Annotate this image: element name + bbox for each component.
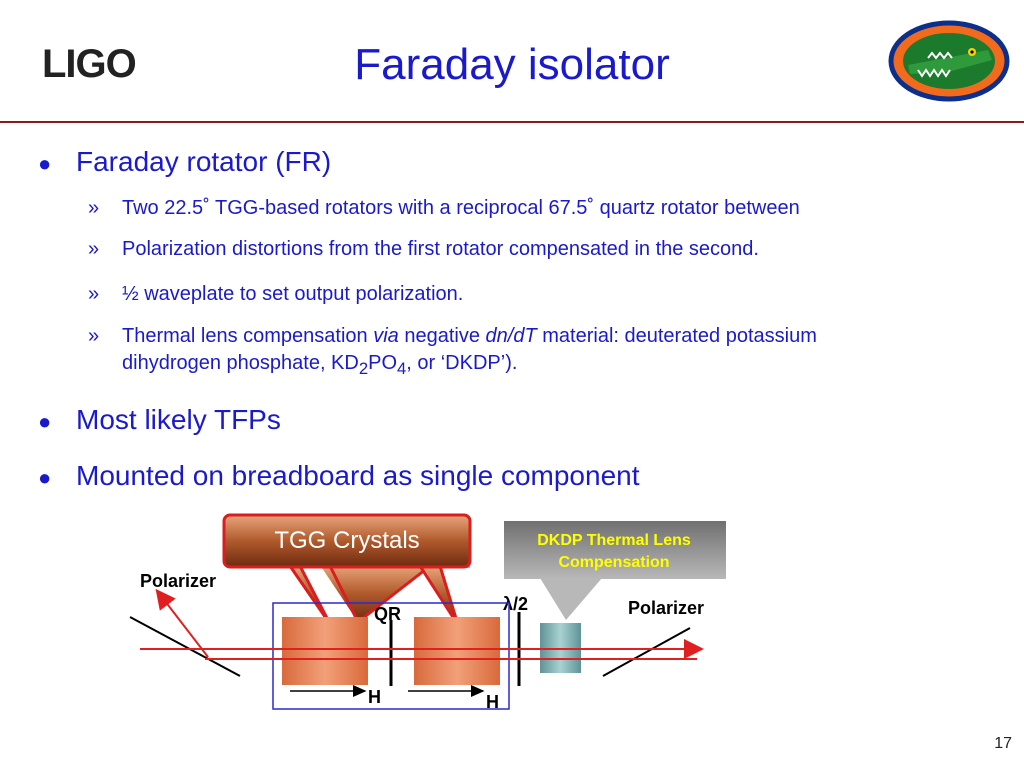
bullet-tfps: ● Most likely TFPs <box>38 404 281 436</box>
tgg-crystal-2 <box>414 617 500 685</box>
ligo-logo-text: LIGO <box>42 42 137 86</box>
halfwave-label: λ/2 <box>503 594 528 614</box>
tgg-callout-pointer <box>278 565 470 622</box>
bullet-faraday-rotator: ● Faraday rotator (FR) <box>38 146 331 178</box>
sub-bullet-thermal-lens: » Thermal lens compensation via negative… <box>88 323 902 382</box>
dkdp-callout-line2: Compensation <box>558 554 669 571</box>
sub-bullet-marker: » <box>88 325 100 347</box>
dkdp-callout-box <box>504 521 726 579</box>
sub-bullet-text: Two 22.5˚ TGG-based rotators with a reci… <box>122 197 800 219</box>
h-label-1: H <box>368 687 381 707</box>
subscript: 2 <box>358 359 369 378</box>
page-number: 17 <box>994 735 1012 752</box>
sub-bullet-marker: » <box>88 283 100 305</box>
sub-bullet-polarization-distortions: » Polarization distortions from the firs… <box>88 236 1002 263</box>
italic-via: via <box>373 325 399 347</box>
tgg-callout-box <box>222 513 472 569</box>
polarizer-right <box>602 627 691 677</box>
faraday-isolator-diagram: TGG Crystals DKDP Thermal Lens Compensat… <box>129 513 726 712</box>
dkdp-callout-pointer <box>540 578 602 620</box>
dkdp-callout-line1: DKDP Thermal Lens <box>537 532 691 549</box>
subscript: 4 <box>397 359 407 378</box>
text-run: Thermal lens compensation <box>122 325 374 347</box>
sub-bullet-waveplate: » ½ waveplate to set output polarization… <box>88 281 1002 308</box>
text-run: PO <box>368 352 398 374</box>
bullet-text: Most likely TFPs <box>76 404 281 435</box>
tgg-crystal-1 <box>282 617 368 685</box>
page-title: Faraday isolator <box>354 40 670 89</box>
gator-emblem-icon <box>888 20 1010 102</box>
bullet-marker: ● <box>38 409 52 434</box>
bullet-marker: ● <box>38 151 52 176</box>
italic-dndt: dn/dT <box>485 325 537 347</box>
ligo-logo: LIGO <box>42 38 157 86</box>
text-run: material: deuterated potassium dihydroge… <box>122 325 817 374</box>
sub-bullet-tgg-rotators: » Two 22.5˚ TGG-based rotators with a re… <box>88 195 1002 222</box>
h-label-2: H <box>486 692 499 712</box>
qr-label: QR <box>374 604 401 624</box>
bullet-breadboard: ● Mounted on breadboard as single compon… <box>38 460 640 492</box>
bullet-text: Mounted on breadboard as single componen… <box>76 460 640 491</box>
text-run: negative <box>398 325 486 347</box>
sub-bullet-marker: » <box>88 238 100 260</box>
polarizer-right-label: Polarizer <box>628 598 704 618</box>
text-run: , or ‘DKDP’). <box>406 352 518 374</box>
sub-bullet-text: Thermal lens compensation via negative d… <box>122 323 902 382</box>
tgg-callout-pointer-mid <box>357 564 431 624</box>
rotator-housing <box>272 602 510 710</box>
sub-bullet-text: ½ waveplate to set output polarization. <box>122 283 464 305</box>
bullet-text: Faraday rotator (FR) <box>76 146 332 177</box>
header-divider <box>0 121 1024 123</box>
polarizer-left-label: Polarizer <box>140 571 216 591</box>
polarizer-left <box>129 616 241 677</box>
sub-bullet-text: Polarization distortions from the first … <box>122 238 759 260</box>
sub-bullet-marker: » <box>88 197 100 219</box>
beam-rejected <box>155 588 209 658</box>
bullet-marker: ● <box>38 465 52 490</box>
tgg-callout-label: TGG Crystals <box>274 527 419 554</box>
tgg-callout-pointer-a <box>278 564 332 625</box>
